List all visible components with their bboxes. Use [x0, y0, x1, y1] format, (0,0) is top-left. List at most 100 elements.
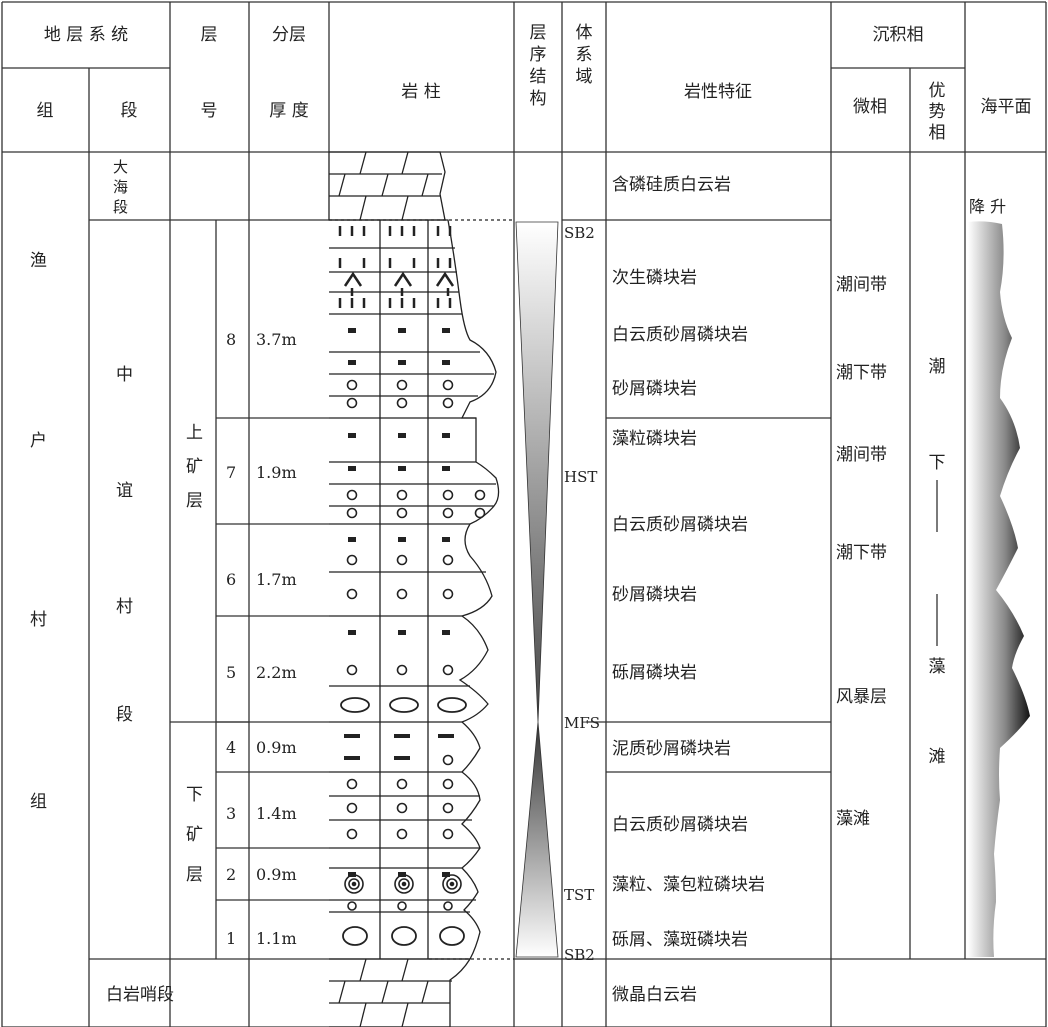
header-stratigraphic-system: 地 层 系 统 — [44, 25, 128, 45]
layer-number: 3 — [226, 804, 236, 823]
microfacies-item: 潮间带 — [836, 275, 887, 295]
header-sequence-structure-3: 结 — [530, 67, 547, 87]
lithology-descriptions: 含磷硅质白云岩 次生磷块岩 白云质砂屑磷块岩 砂屑磷块岩 藻粒磷块岩 白云质砂屑… — [612, 175, 765, 1005]
lower-ore-bed-2: 矿 — [186, 825, 203, 845]
header-dominant-facies-2: 势 — [929, 102, 946, 122]
member-zhongyicun-4: 段 — [116, 705, 133, 725]
layer-number: 5 — [226, 663, 236, 682]
tst-label: TST — [564, 886, 594, 904]
header-facies: 沉积相 — [873, 25, 924, 45]
formation-char-3: 村 — [30, 610, 47, 630]
microfacies-item: 潮下带 — [836, 363, 887, 383]
microfacies-item: 潮下带 — [836, 543, 887, 563]
formation-char-1: 渔 — [30, 251, 47, 271]
lithology-item: 次生磷块岩 — [612, 268, 697, 288]
lithology-item: 白云质砂屑磷块岩 — [612, 515, 748, 535]
gravel-clast-pattern — [340, 697, 467, 946]
header-lithology: 岩性特征 — [684, 82, 752, 102]
dominant-facies-column: 潮 下 藻 滩 — [929, 357, 946, 767]
dominant-facies-char: 下 — [929, 453, 946, 473]
header-dominant-facies-3: 相 — [929, 123, 946, 143]
sea-level-curve — [968, 221, 1030, 958]
layer-thickness: 1.4m — [256, 804, 297, 823]
header-systems-tract-2: 系 — [576, 45, 593, 65]
layer-number: 4 — [226, 738, 236, 757]
mfs-label: MFS — [564, 714, 600, 732]
lower-ore-bed-3: 层 — [186, 865, 203, 885]
sea-level-fill — [968, 221, 1030, 958]
layer-number: 2 — [226, 865, 236, 884]
upper-ore-bed-3: 层 — [186, 491, 203, 511]
lithology-item: 微晶白云岩 — [612, 985, 697, 1005]
dominant-facies-char: 潮 — [929, 357, 946, 377]
header-microfacies: 微相 — [853, 97, 887, 117]
lithology-item: 含磷硅质白云岩 — [612, 175, 731, 195]
layer-thickness: 1.1m — [256, 929, 297, 948]
algal-oncoid-pattern — [344, 874, 462, 894]
member-zhongyicun-3: 村 — [116, 597, 133, 617]
lithology-item: 藻粒磷块岩 — [612, 429, 697, 449]
dolomite-top-pattern — [328, 151, 446, 221]
layer-thickness: 1.9m — [256, 463, 297, 482]
header-lithology-column: 岩 柱 — [401, 82, 440, 102]
header-systems-tract-1: 体 — [576, 23, 593, 43]
lithology-item: 砾屑磷块岩 — [612, 663, 697, 683]
formation-char-2: 户 — [30, 431, 47, 451]
member-dahai-3: 段 — [113, 198, 128, 216]
lithology-item: 砾屑、藻斑磷块岩 — [612, 930, 748, 950]
header-systems-tract-3: 域 — [576, 67, 593, 87]
lithology-item: 白云质砂屑磷块岩 — [612, 325, 748, 345]
microfacies-item: 风暴层 — [836, 687, 887, 707]
upper-ore-bed-2: 矿 — [186, 457, 203, 477]
dominant-facies-char: 藻 — [929, 657, 946, 677]
member-baiyanshao: 白岩哨段 — [106, 985, 174, 1005]
systems-tract-labels: SB2 HST MFS TST SB2 — [564, 224, 606, 964]
lithology-column — [328, 151, 514, 1027]
lithology-item: 砂屑磷块岩 — [612, 379, 697, 399]
header-thickness-bottom: 厚 度 — [269, 101, 308, 121]
dolomitic-dash-pattern — [344, 328, 454, 877]
lithology-item: 白云质砂屑磷块岩 — [612, 815, 748, 835]
header-layer-bottom: 号 — [201, 101, 218, 121]
member-zhongyicun-1: 中 — [116, 365, 133, 385]
layer-thickness: 0.9m — [256, 865, 297, 884]
sb2-top-label: SB2 — [564, 224, 595, 242]
member-dahai-1: 大 — [113, 158, 128, 176]
member-dahai-2: 海 — [113, 178, 128, 196]
lower-ore-bed-1: 下 — [186, 785, 203, 805]
sb2-bottom-label: SB2 — [564, 946, 595, 964]
layer-thickness: 1.7m — [256, 570, 297, 589]
header-sequence-structure-4: 构 — [530, 89, 547, 109]
layer-number: 1 — [226, 929, 236, 948]
header-thickness-top: 分层 — [272, 25, 306, 45]
hst-label: HST — [564, 468, 597, 486]
microfacies-item: 潮间带 — [836, 445, 887, 465]
layer-table: 8 3.7m 7 1.9m 6 1.7m 5 2.2m 4 0.9m 3 1.4… — [226, 330, 297, 948]
header-layer-top: 层 — [201, 25, 218, 45]
header-dominant-facies-1: 优 — [929, 81, 946, 101]
dominant-facies-char: 滩 — [929, 747, 946, 767]
header-sea-level: 海平面 — [981, 97, 1032, 117]
dolomite-bottom-pattern — [329, 958, 472, 1027]
layer-thickness: 3.7m — [256, 330, 297, 349]
microfacies-item: 藻滩 — [836, 809, 870, 829]
header-sequence-structure-1: 层 — [530, 23, 547, 43]
layer-number: 8 — [226, 330, 236, 349]
upper-ore-bed-1: 上 — [186, 423, 203, 443]
formation-char-4: 组 — [30, 792, 47, 812]
layer-number: 6 — [226, 570, 236, 589]
header-formation: 组 — [37, 101, 54, 121]
lithology-item: 藻粒、藻包粒磷块岩 — [612, 875, 765, 895]
secondary-phosphorite-pattern — [329, 226, 462, 315]
sea-level-curve-label: 降 升 — [969, 197, 1006, 216]
tst-triangle — [515, 721, 559, 958]
phosphorite-column-outline — [329, 219, 500, 960]
table-header: 地 层 系 统 组 段 层 号 分层 厚 度 岩 柱 层 序 结 构 体 系 域… — [37, 23, 1032, 216]
sequence-structure — [515, 221, 559, 958]
lithology-item: 砂屑磷块岩 — [612, 585, 697, 605]
microfacies-column: 潮间带 潮下带 潮间带 潮下带 风暴层 藻滩 — [836, 275, 887, 829]
layer-thickness: 2.2m — [256, 663, 297, 682]
header-member: 段 — [121, 101, 138, 121]
